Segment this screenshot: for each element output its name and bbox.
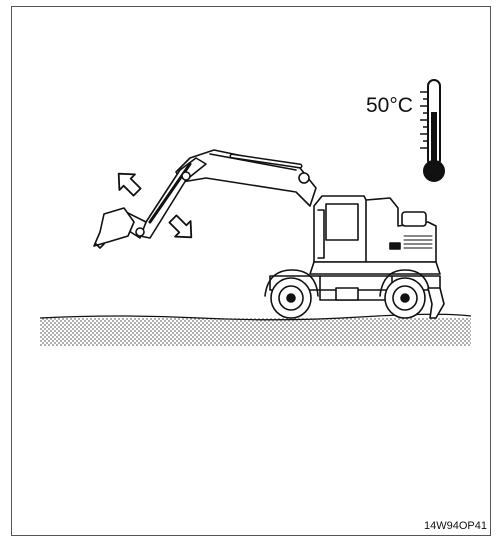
thermometer-ticks [420,91,428,149]
ground-line [39,313,472,321]
thermometer-bulb [423,160,445,182]
figure-code: 14W94OP41 [424,520,487,532]
boom-pivot [298,172,310,184]
dozer-blade [427,287,445,319]
temperature-label: 50°C [366,94,413,117]
excavator-bucket [93,207,135,247]
boom-detail [209,153,297,171]
cab-frame [317,209,325,259]
rear-wheel [384,277,426,319]
cab-window [325,203,359,241]
transmission [335,287,359,301]
excavator-arm [139,157,207,239]
bucket-teeth [95,243,105,249]
excavator-body [365,197,437,263]
arm-pivot [181,171,191,181]
front-wheel [270,277,312,319]
front-fender [264,269,319,297]
ground-stipple [40,318,471,346]
excavator [93,149,445,319]
thermometer-mercury [431,112,437,172]
rear-fender [379,269,431,297]
arrow-down-right-icon [168,214,193,239]
boom-cylinder-inner [231,155,301,167]
arrow-up-left-icon [117,172,142,197]
upper-base [309,261,441,275]
bucket-pivot [135,227,145,237]
engine-cover [401,211,427,227]
model-badge [389,242,401,250]
engine-grille [403,235,433,249]
thermometer-icon [420,79,445,182]
ground [39,313,472,346]
